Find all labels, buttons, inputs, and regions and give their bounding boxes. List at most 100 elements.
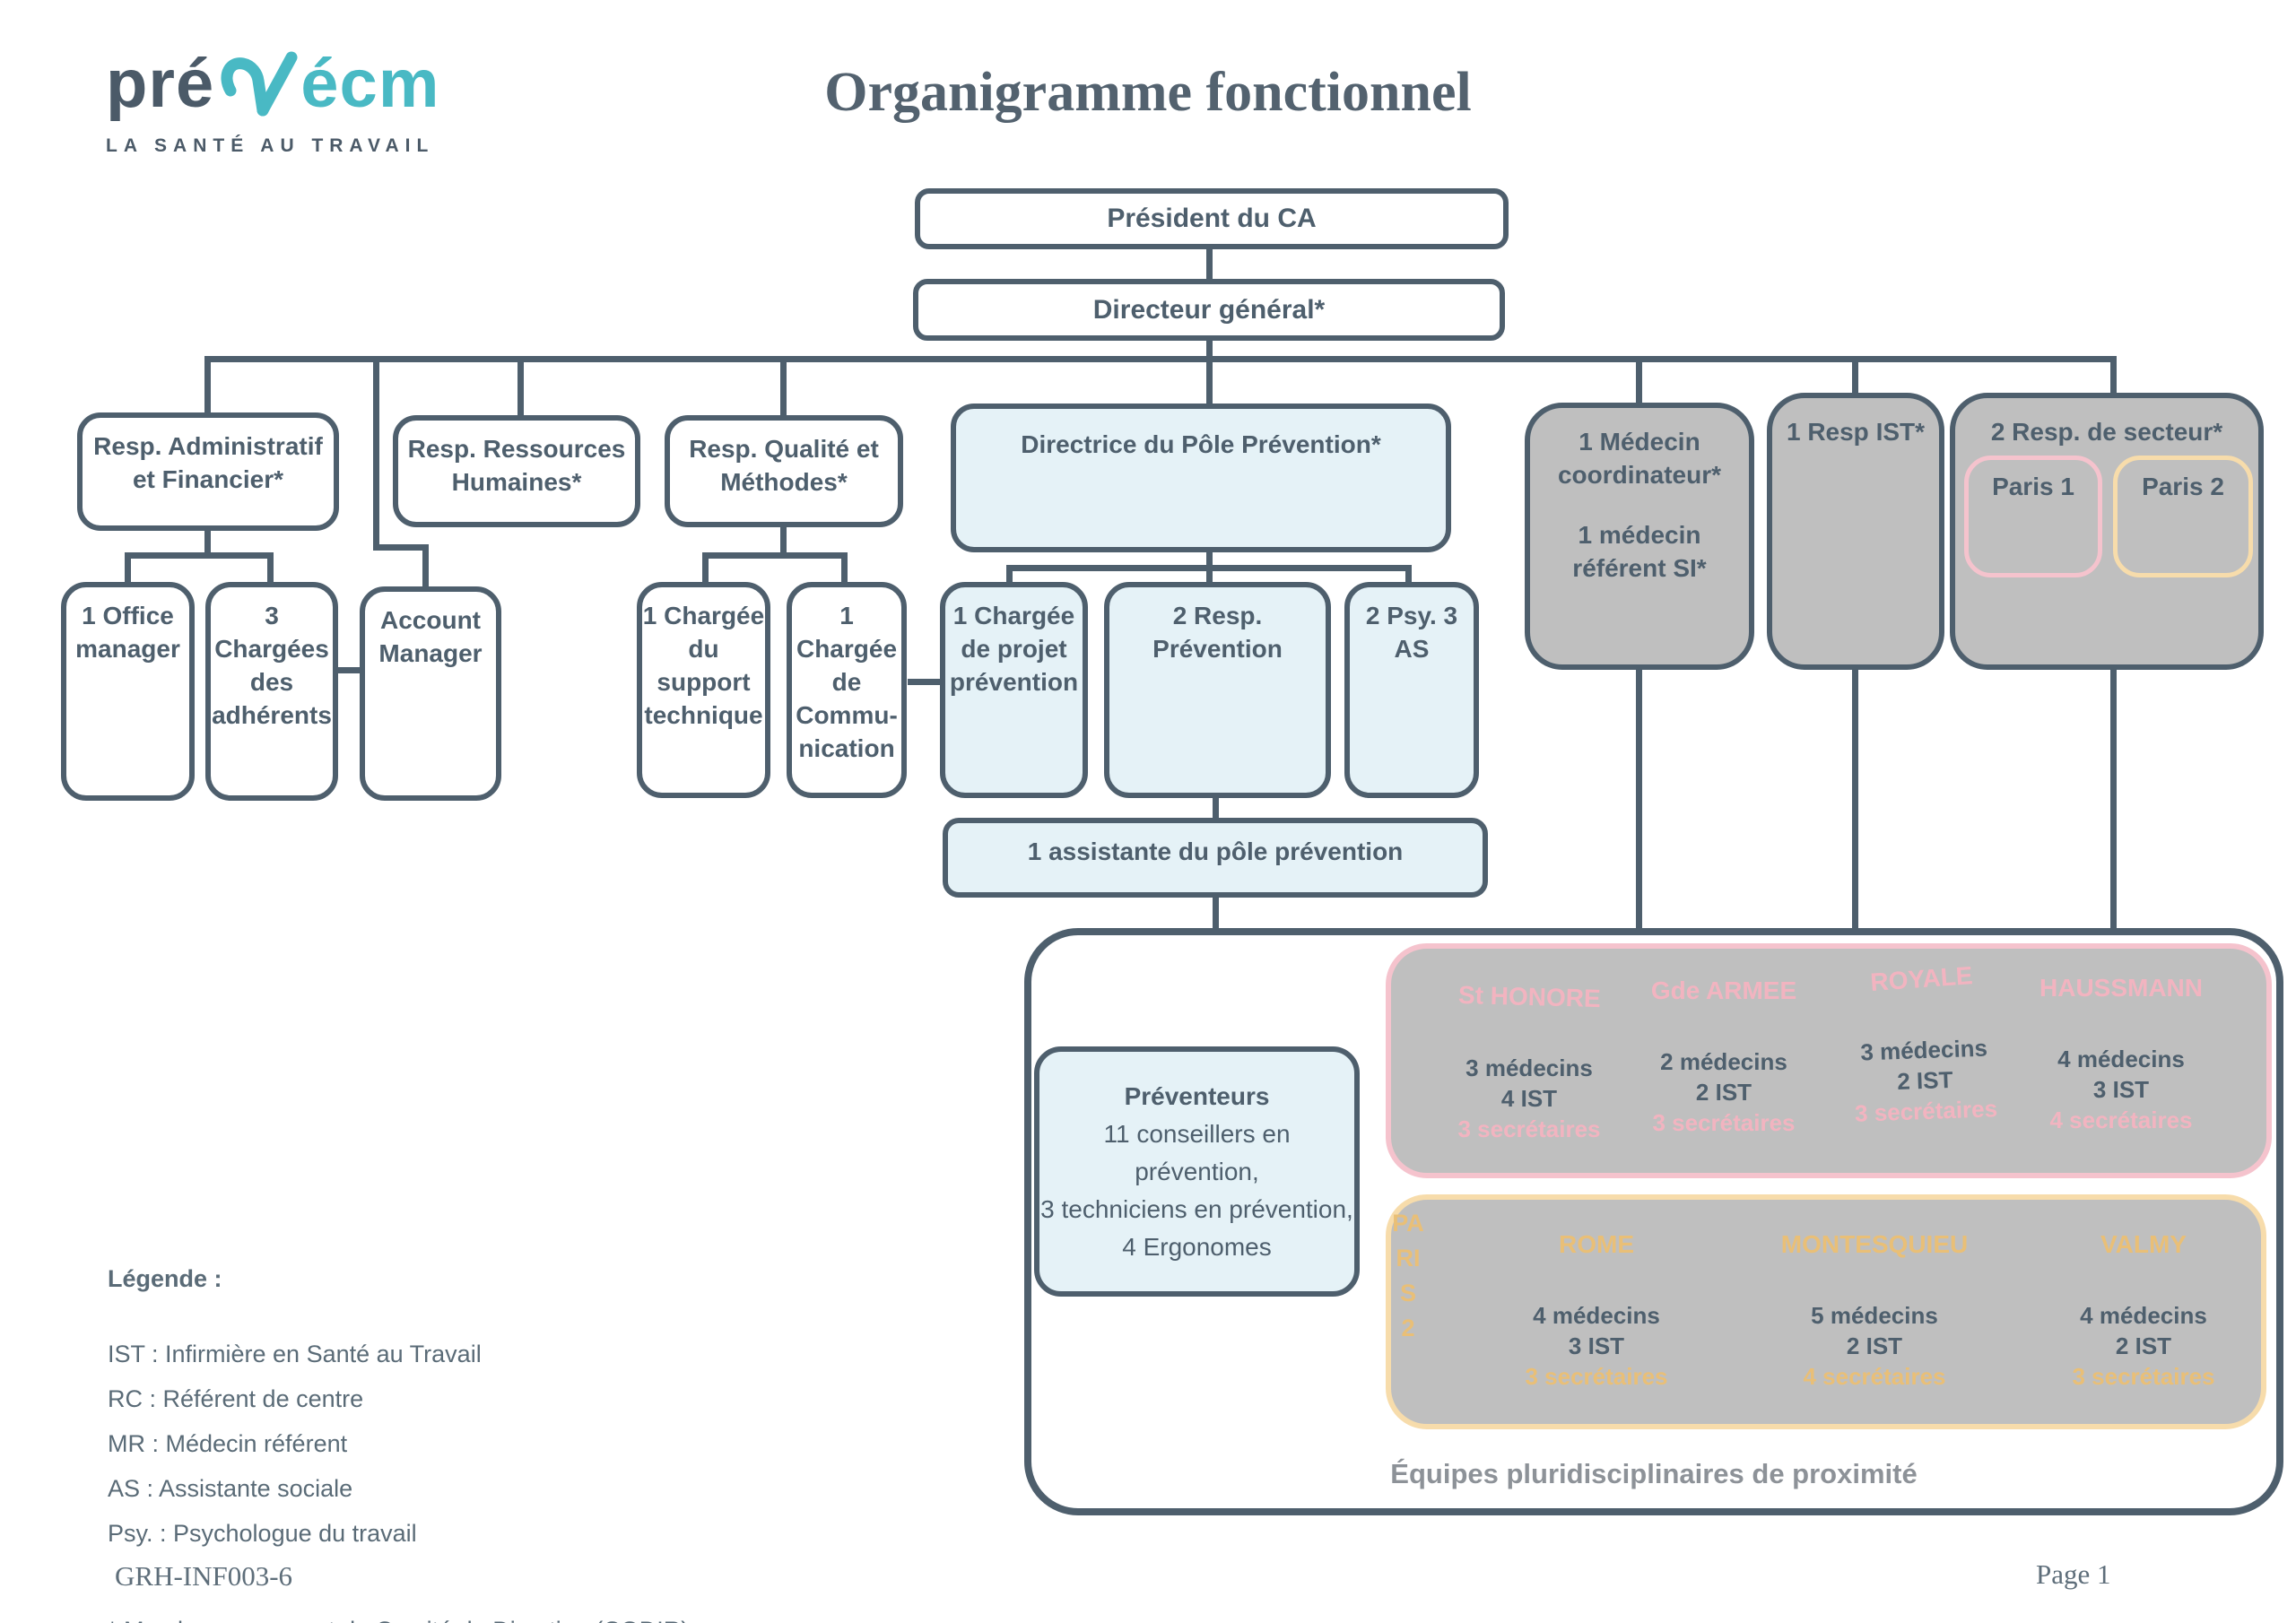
paris1-band (1386, 943, 2272, 1178)
site-st-honore: St HONORE 3 médecins 4 IST 3 secrétaires (1431, 981, 1628, 1144)
office-manager-label: 1 Office manager (75, 602, 180, 663)
connector-drop-qualite (780, 362, 787, 415)
connector-ist-container (1852, 668, 1858, 930)
proximity-caption: Équipes pluridisciplinaires de proximité (1390, 1458, 1918, 1489)
site-rome-secretaires: 3 secrétaires (1525, 1363, 1668, 1390)
site-montesquieu-ist: 2 IST (1846, 1332, 1903, 1359)
connector-qualite-down (780, 527, 787, 554)
preventeurs-title: Préventeurs (1124, 1081, 1270, 1110)
site-gde-armee-secretaires: 3 secrétaires (1652, 1109, 1796, 1136)
site-rome-ist: 3 IST (1568, 1332, 1625, 1359)
box-directrice-pole-label: Directrice du Pôle Prévention* (1021, 430, 1381, 458)
preventeurs-line2: 3 techniciens en prévention, (1040, 1194, 1353, 1223)
site-st-honore-medecins: 3 médecins (1465, 1055, 1593, 1081)
site-st-honore-secretaires: 3 secrétaires (1457, 1115, 1601, 1142)
connector-drop-account-v2 (422, 551, 429, 586)
box-chargee-communication: 1 Chargée de Commu-nication (787, 582, 907, 798)
legend-item-psy: Psy. : Psychologue du travail (108, 1519, 417, 1547)
logo-text-suffix: écm (300, 46, 440, 122)
connector-comm-projet (908, 679, 942, 685)
logo-brandline: pré écm (106, 45, 439, 123)
box-directeur-general-label: Directeur général* (1092, 294, 1326, 325)
site-gde-armee: Gde ARMEE 2 médecins 2 IST 3 secrétaires (1625, 976, 1822, 1138)
box-directeur-general: Directeur général* (913, 279, 1505, 341)
site-montesquieu-medecins: 5 médecins (1811, 1302, 1938, 1329)
site-montesquieu-name: MONTESQUIEU (1780, 1230, 1969, 1258)
site-valmy-ist: 2 IST (2115, 1332, 2172, 1359)
connector-drop-respprev (1206, 571, 1213, 583)
account-manager-label: Account Manager (378, 606, 483, 667)
site-rome-medecins: 4 médecins (1533, 1302, 1660, 1329)
connector-directrice-down (1206, 552, 1213, 567)
site-haussmann-ist: 3 IST (2092, 1076, 2150, 1103)
resp-prevention-label: 2 Resp. Prévention (1152, 602, 1283, 663)
connector-secteur-container (2110, 668, 2117, 930)
box-resp-qualite-label: Resp. Qualité et Méthodes* (689, 435, 879, 496)
box-resp-prevention: 2 Resp. Prévention (1104, 582, 1331, 798)
site-valmy-medecins: 4 médecins (2080, 1302, 2207, 1329)
chargees-adherents-label: 3 Chargées des adhérents (212, 602, 332, 729)
box-chargee-projet: 1 Chargée de projet prévention (940, 582, 1088, 798)
box-preventeurs: Préventeurs 11 conseillers en prévention… (1034, 1046, 1360, 1297)
box-president: Président du CA (915, 188, 1509, 249)
preventeurs-line3: 4 Ergonomes (1122, 1232, 1272, 1261)
psy-as-label: 2 Psy. 3 AS (1365, 602, 1458, 663)
chargee-projet-label: 1 Chargée de projet prévention (949, 602, 1079, 696)
connector-drop-secteur (2110, 362, 2117, 393)
box-assistante-pole: 1 assistante du pôle prévention (943, 818, 1488, 898)
box-directrice-pole: Directrice du Pôle Prévention* (951, 404, 1451, 552)
medecin-referent-si-label: 1 médecin référent SI* (1572, 520, 1707, 582)
connector-pole-rail (1006, 565, 1412, 571)
connector-qualite-rail (702, 552, 848, 559)
box-resp-rh-label: Resp. Ressources Humaines* (407, 435, 626, 496)
box-resp-rh: Resp. Ressources Humaines* (393, 415, 640, 527)
box-chargee-support: 1 Chargée du support technique (637, 582, 770, 798)
box-resp-admin-label: Resp. Administratif et Financier* (93, 432, 323, 493)
legend-item-mr: MR : Médecin référent (108, 1429, 348, 1457)
connector-drop-ist (1852, 362, 1858, 393)
connector-drop-psy (1405, 571, 1412, 583)
site-rome-name: ROME (1559, 1230, 1634, 1258)
connector-drop-rh (517, 362, 524, 415)
box-resp-secteur-label: 2 Resp. de secteur* (1990, 418, 2223, 446)
logo-text-prefix: pré (106, 46, 215, 122)
legend-item-rc: RC : Référent de centre (108, 1384, 364, 1412)
connector-admin-down (204, 531, 211, 554)
site-gde-armee-name: Gde ARMEE (1650, 976, 1797, 1004)
connector-drop-admin (204, 362, 211, 415)
box-office-manager: 1 Office manager (61, 582, 195, 801)
secteur-paris2-label: Paris 2 (2142, 473, 2224, 500)
connector-dg-rail (1206, 341, 1213, 358)
connector-drop-account-h (373, 544, 429, 551)
box-secteur-paris1: Paris 1 (1964, 456, 2102, 577)
chargee-support-label: 1 Chargée du support technique (642, 602, 765, 729)
company-logo: pré écm LA SANTÉ AU TRAVAIL (106, 45, 439, 157)
box-secteur-paris2: Paris 2 (2113, 456, 2253, 577)
legend: Légende : IST : Infirmière en Santé au T… (108, 1257, 689, 1623)
legend-item-ist: IST : Infirmière en Santé au Travail (108, 1340, 482, 1367)
connector-drop-projet (1006, 571, 1013, 583)
box-resp-qualite: Resp. Qualité et Méthodes* (665, 415, 903, 527)
legend-item-as: AS : Assistante sociale (108, 1474, 353, 1502)
site-rome: ROME 4 médecins 3 IST 3 secrétaires (1498, 1230, 1695, 1392)
connector-drop-directrice (1206, 362, 1213, 404)
connector-drop-medecin (1636, 362, 1642, 403)
site-valmy-secretaires: 3 secrétaires (2072, 1363, 2215, 1390)
connector-main-rail (204, 356, 2117, 362)
legend-title: Légende : (108, 1265, 222, 1292)
box-medecin-coordinateur: 1 Médecin coordinateur* 1 médecin référe… (1525, 403, 1754, 670)
box-account-manager: Account Manager (360, 586, 501, 801)
connector-assistante-container (1213, 897, 1219, 929)
chargee-communication-label: 1 Chargée de Commu-nication (796, 602, 898, 762)
site-haussmann-medecins: 4 médecins (2057, 1046, 2185, 1072)
site-valmy: VALMY 4 médecins 2 IST 3 secrétaires (2045, 1230, 2242, 1392)
secteur-paris1-label: Paris 1 (1992, 473, 2074, 500)
heart-check-icon (221, 51, 298, 117)
connector-drop-account-v (373, 362, 379, 551)
site-st-honore-ist: 4 IST (1500, 1085, 1558, 1112)
box-psy-as: 2 Psy. 3 AS (1344, 582, 1479, 798)
paris2-vertical-label: PARIS 2 (1392, 1210, 1424, 1341)
site-royale-name: ROYALE (1869, 961, 1974, 996)
connector-chargees-account (338, 667, 361, 673)
